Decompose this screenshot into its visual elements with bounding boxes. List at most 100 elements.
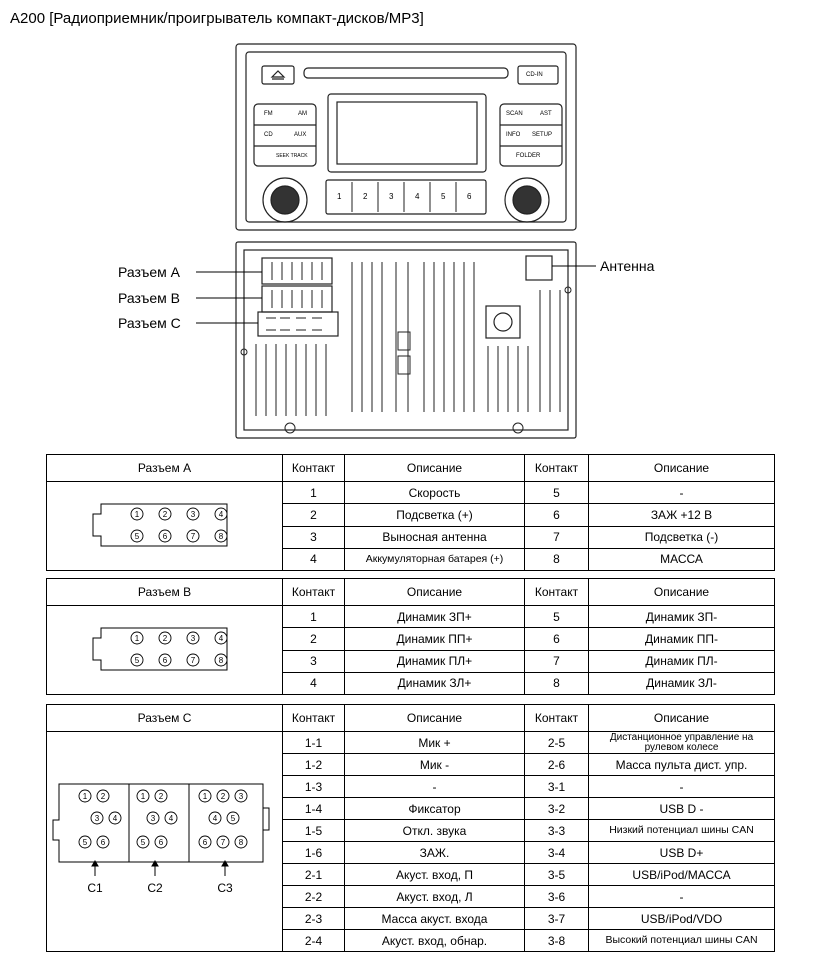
pin-label: 4 <box>113 814 118 823</box>
pin-label: 5 <box>135 532 140 541</box>
table-cell: Выносная антенна <box>344 525 525 549</box>
preset-1: 1 <box>337 192 342 201</box>
table-cell: Фиксатор <box>344 797 525 820</box>
pin-label: 5 <box>83 838 88 847</box>
pin-label: 6 <box>203 838 208 847</box>
table-cell: ЗАЖ. <box>344 841 525 864</box>
table-cell: - <box>588 775 775 798</box>
table-cell: 4 <box>282 671 345 696</box>
table-cell: 3-2 <box>524 797 589 820</box>
table-cell: 3 <box>282 525 345 549</box>
setup-button-label: SETUP <box>532 132 553 138</box>
table-cell: 2-6 <box>524 753 589 776</box>
pin-label: 8 <box>219 656 224 665</box>
cd-slot <box>303 67 509 79</box>
table-cell: 1-4 <box>282 797 345 820</box>
pin-label: 6 <box>159 838 164 847</box>
table-cell: ЗАЖ +12 В <box>588 503 775 527</box>
table-cell: 1-3 <box>282 775 345 798</box>
am-button-label: AM <box>298 111 307 117</box>
connector-a-socket <box>261 257 333 285</box>
header-pin: Контакт <box>524 704 589 732</box>
header-description: Описание <box>588 454 775 482</box>
ast-button-label: AST <box>540 111 552 117</box>
table-cell: Подсветка (-) <box>588 525 775 549</box>
table-cell: Масса акуст. входа <box>344 907 525 930</box>
preset-6: 6 <box>467 192 472 201</box>
table-cell: USB D+ <box>588 841 775 864</box>
table-cell: Аккумуляторная батарея (+) <box>344 547 525 572</box>
table-cell: - <box>588 885 775 908</box>
pin-label: 8 <box>219 532 224 541</box>
table-cell: 8 <box>524 671 589 696</box>
table-cell: 3-3 <box>524 819 589 842</box>
table-cell: Динамик ЗЛ- <box>588 671 775 696</box>
header-description: Описание <box>588 704 775 732</box>
table-cell: Подсветка (+) <box>344 503 525 527</box>
header-pin: Контакт <box>282 704 345 732</box>
seek-track-label: SEEK TRACK <box>276 153 308 159</box>
table-cell: Дистанционное управление на рулевом коле… <box>588 731 775 754</box>
pin-label: 3 <box>151 814 156 823</box>
header-pin: Контакт <box>282 578 345 606</box>
table-cell: 1-1 <box>282 731 345 754</box>
connector-a-pinout: 1 2 3 4 5 6 7 8 <box>46 481 283 571</box>
pin-label: 7 <box>191 532 196 541</box>
table-cell: Динамик ЗП+ <box>344 604 525 629</box>
table-cell: 3-8 <box>524 929 589 952</box>
pin-label: 5 <box>141 838 146 847</box>
group-label-c1: C1 <box>87 881 103 895</box>
table-cell: 6 <box>524 627 589 651</box>
document-title: A200 [Радиоприемник/проигрыватель компак… <box>10 10 424 27</box>
pin-label: 2 <box>221 792 226 801</box>
table-cell: 5 <box>524 480 589 505</box>
pin-label: 2 <box>163 510 168 519</box>
rear-panel <box>235 241 577 439</box>
table-cell: 3-7 <box>524 907 589 930</box>
connector-c-socket <box>257 311 339 337</box>
pin-label: 4 <box>219 634 224 643</box>
pin-label: 4 <box>219 510 224 519</box>
table-cell: Акуст. вход, П <box>344 863 525 886</box>
table-cell: 2-3 <box>282 907 345 930</box>
pin-label: 2 <box>159 792 164 801</box>
table-cell: 1 <box>282 604 345 629</box>
group-label-c3: C3 <box>217 881 233 895</box>
header-connector: Разъем A <box>46 454 283 482</box>
table-cell: - <box>588 480 775 505</box>
connector-b-table: Разъем B Контакт Описание Контакт Описан… <box>46 578 775 696</box>
pin-label: 6 <box>163 656 168 665</box>
front-panel <box>235 43 577 231</box>
eject-button <box>261 65 295 85</box>
table-cell: Низкий потенциал шины CAN <box>588 819 775 842</box>
pin-label: 6 <box>101 838 106 847</box>
table-cell: Динамик ЗП- <box>588 604 775 629</box>
pin-label: 1 <box>203 792 208 801</box>
cdin-button <box>517 65 559 85</box>
table-cell: Акуст. вход, Л <box>344 885 525 908</box>
table-cell: 3-6 <box>524 885 589 908</box>
table-cell: 2 <box>282 627 345 651</box>
cdin-label: CD-IN <box>526 72 543 78</box>
table-cell: 2-2 <box>282 885 345 908</box>
table-cell: 2 <box>282 503 345 527</box>
info-button-label: INFO <box>506 132 521 138</box>
header-description: Описание <box>344 454 525 482</box>
connector-b-pinout: 1 2 3 4 5 6 7 8 <box>46 605 283 695</box>
header-description: Описание <box>588 578 775 606</box>
pin-label: 2 <box>101 792 106 801</box>
table-cell: 2-1 <box>282 863 345 886</box>
table-cell: 3-5 <box>524 863 589 886</box>
connector-c-table: Разъем C Контакт Описание Контакт Описан… <box>46 704 775 952</box>
callout-connector-c: Разъем C <box>118 315 181 331</box>
pin-label: 8 <box>239 838 244 847</box>
table-cell: 5 <box>524 604 589 629</box>
table-cell: 1 <box>282 480 345 505</box>
table-cell: 8 <box>524 547 589 572</box>
callout-antenna: Антенна <box>600 258 655 274</box>
scan-button-label: SCAN <box>506 111 523 117</box>
header-pin: Контакт <box>524 578 589 606</box>
table-cell: Динамик ПЛ+ <box>344 649 525 673</box>
callout-connector-b: Разъем B <box>118 290 181 306</box>
header-connector: Разъем B <box>46 578 283 606</box>
